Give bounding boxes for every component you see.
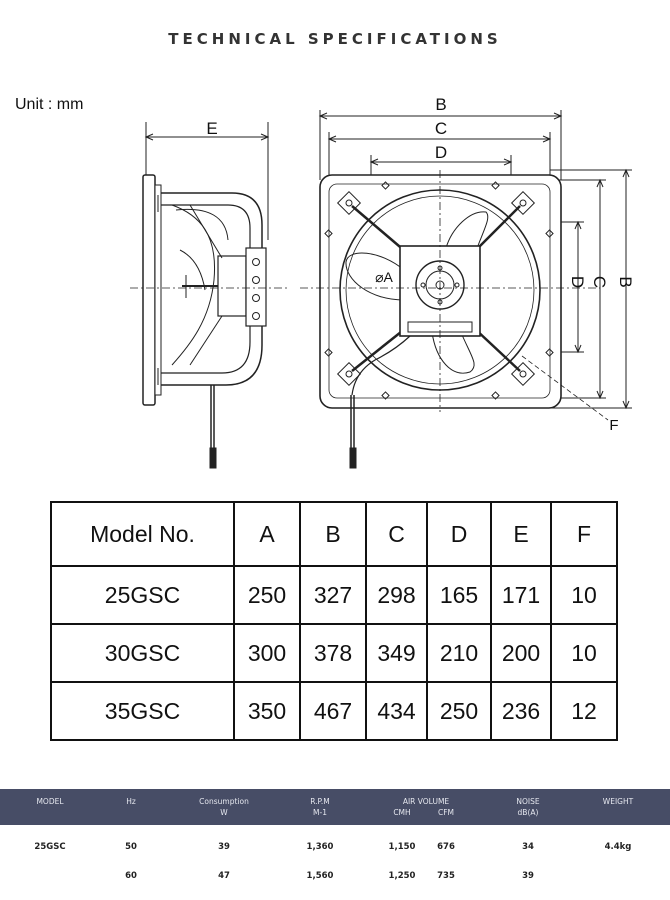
spec-cell-consumption: 47 <box>218 871 230 881</box>
table-cell: 349 <box>365 623 428 683</box>
spec-cell-cmh: 1,250 <box>388 871 416 881</box>
dim-label-d-top: D <box>435 143 447 162</box>
header-rpm-unit: M-1 <box>313 808 327 817</box>
spec-cell-cmh: 1,150 <box>388 842 416 852</box>
col-header-b: B <box>299 501 367 567</box>
table-cell: 165 <box>426 565 492 625</box>
page-title: TECHNICAL SPECIFICATIONS <box>168 30 502 48</box>
table-cell: 236 <box>490 681 552 741</box>
spec-cell-rpm: 1,560 <box>306 871 334 881</box>
spec-cell-model: 25GSC <box>34 842 66 852</box>
spec-table-row: 25GSC 50 39 1,360 1,150 676 34 4.4kg <box>0 842 670 856</box>
table-cell: 171 <box>490 565 552 625</box>
table-cell: 250 <box>426 681 492 741</box>
dim-label-dia-a: ⌀A <box>375 269 393 285</box>
table-row: 25GSC 250 327 298 165 171 10 <box>50 565 618 625</box>
fan-technical-drawing: E B C D D C B F ⌀A <box>130 95 635 469</box>
spec-table-header: MODEL Hz Consumption W R.P.M M-1 AIR VOL… <box>0 789 670 825</box>
header-model: MODEL <box>36 797 64 806</box>
dimensions-header-row: Model No. A B C D E F <box>50 501 618 567</box>
dim-label-b-top: B <box>435 95 446 114</box>
spec-cell-cfm: 735 <box>437 871 455 881</box>
table-row: 35GSC 350 467 434 250 236 12 <box>50 681 618 741</box>
header-consumption-unit: W <box>220 808 228 817</box>
col-header-c: C <box>365 501 428 567</box>
header-weight: WEIGHT <box>602 797 634 806</box>
table-cell: 298 <box>365 565 428 625</box>
col-header-f: F <box>550 501 618 567</box>
table-cell: 10 <box>550 623 618 683</box>
header-consumption: Consumption <box>199 797 249 806</box>
table-cell: 12 <box>550 681 618 741</box>
header-noise: NOISE <box>516 797 540 806</box>
spec-cell-noise: 34 <box>522 842 534 852</box>
spec-cell-consumption: 39 <box>218 842 230 852</box>
table-cell: 35GSC <box>50 681 235 741</box>
table-cell: 467 <box>299 681 367 741</box>
header-hz: Hz <box>126 797 136 806</box>
spec-table-row: 60 47 1,560 1,250 735 39 <box>0 871 670 885</box>
header-cfm: CFM <box>437 808 455 817</box>
side-view <box>130 122 290 469</box>
table-cell: 434 <box>365 681 428 741</box>
header-noise-unit: dB(A) <box>517 808 539 817</box>
dim-label-d-side: D <box>568 276 587 288</box>
table-cell: 327 <box>299 565 367 625</box>
spec-cell-hz: 60 <box>125 871 137 881</box>
dim-label-e: E <box>206 119 217 138</box>
table-cell: 250 <box>233 565 301 625</box>
front-view <box>300 110 632 469</box>
dim-label-f: F <box>609 417 618 434</box>
header-cmh: CMH <box>393 808 411 817</box>
dim-label-b-side: B <box>616 276 635 287</box>
col-header-a: A <box>233 501 301 567</box>
table-row: 30GSC 300 378 349 210 200 10 <box>50 623 618 683</box>
dim-label-c-top: C <box>435 119 447 138</box>
unit-label: Unit : mm <box>15 96 84 113</box>
col-header-model: Model No. <box>50 501 235 567</box>
dimensions-table: Model No. A B C D E F 25GSC 250 327 298 … <box>50 501 618 741</box>
table-cell: 30GSC <box>50 623 235 683</box>
header-rpm: R.P.M <box>310 797 330 806</box>
table-cell: 300 <box>233 623 301 683</box>
table-cell: 25GSC <box>50 565 235 625</box>
table-cell: 350 <box>233 681 301 741</box>
spec-cell-weight: 4.4kg <box>604 842 632 852</box>
col-header-d: D <box>426 501 492 567</box>
table-cell: 378 <box>299 623 367 683</box>
table-cell: 200 <box>490 623 552 683</box>
spec-cell-rpm: 1,360 <box>306 842 334 852</box>
col-header-e: E <box>490 501 552 567</box>
spec-cell-hz: 50 <box>125 842 137 852</box>
table-cell: 10 <box>550 565 618 625</box>
spec-cell-noise: 39 <box>522 871 534 881</box>
table-cell: 210 <box>426 623 492 683</box>
dim-label-c-side: C <box>590 276 609 288</box>
spec-cell-cfm: 676 <box>437 842 455 852</box>
header-air-volume: AIR VOLUME <box>402 797 450 806</box>
